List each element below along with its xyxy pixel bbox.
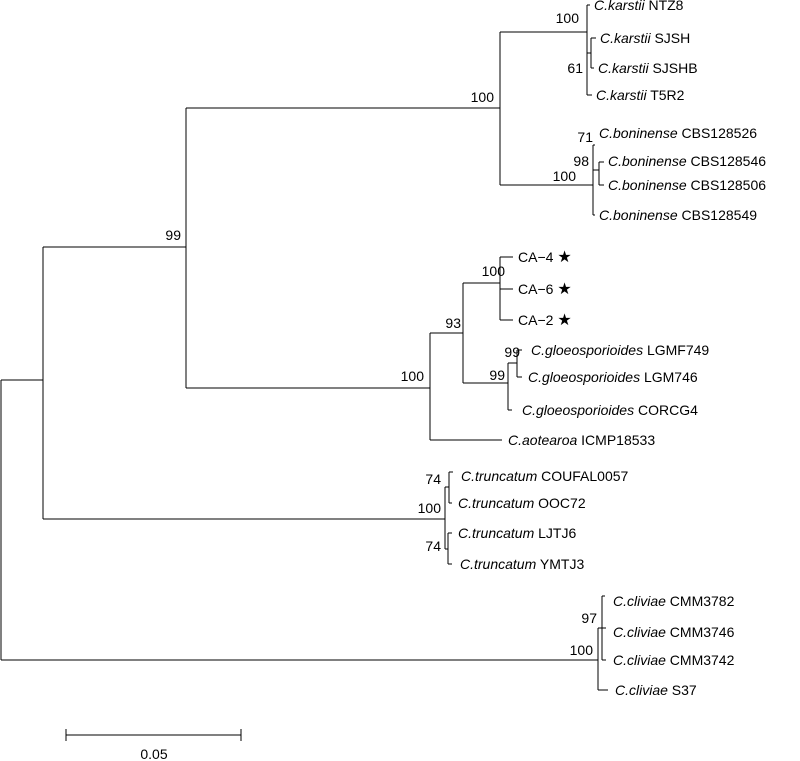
star-marker: ★ <box>557 249 571 266</box>
taxon-label: C.truncatum COUFAL0057 <box>461 468 629 484</box>
taxon-label: C.cliviae CMM3746 <box>613 624 735 640</box>
bootstrap-label: 99 <box>489 367 505 383</box>
taxon-label: C.truncatum LJTJ6 <box>458 525 576 541</box>
taxon-label: C.gloeosporioides LGM746 <box>528 369 698 385</box>
scale-bar-label: 0.05 <box>140 746 167 761</box>
taxon-label: C.boninense CBS128506 <box>608 177 766 193</box>
bootstrap-label: 100 <box>553 168 577 184</box>
bootstrap-label: 97 <box>581 610 597 626</box>
taxon-label: C.truncatum YMTJ3 <box>460 556 584 572</box>
taxon-label: C.truncatum OOC72 <box>458 495 586 511</box>
taxon-label: CA−2 ★ <box>518 312 572 329</box>
taxon-label: C.cliviae CMM3782 <box>613 593 735 609</box>
taxon-label: C.boninense CBS128549 <box>599 207 757 223</box>
bootstrap-label: 100 <box>418 500 442 516</box>
taxon-label: C.boninense CBS128526 <box>599 125 757 141</box>
bootstrap-label: 61 <box>567 60 583 76</box>
taxon-label: C.karstii T5R2 <box>596 87 685 103</box>
bootstrap-label: 100 <box>471 89 495 105</box>
star-marker: ★ <box>557 312 571 329</box>
bootstrap-label: 100 <box>570 642 594 658</box>
bootstrap-values: 100 61 100 71 98 100 99 100 93 99 99 100… <box>165 10 597 658</box>
bootstrap-label: 98 <box>573 153 589 169</box>
taxon-label: C.boninense CBS128546 <box>608 153 766 169</box>
taxon-label: CA−6 ★ <box>518 281 572 298</box>
bootstrap-label: 93 <box>445 315 461 331</box>
bootstrap-label: 100 <box>401 368 425 384</box>
bootstrap-label: 100 <box>482 263 506 279</box>
bootstrap-label: 99 <box>504 344 520 360</box>
taxon-label: C.cliviae CMM3742 <box>613 652 735 668</box>
tree-branches <box>0 4 608 691</box>
taxon-label: C.karstii SJSHB <box>598 60 698 76</box>
taxon-label: C.cliviae S37 <box>615 682 697 698</box>
scale-bar: 0.05 <box>65 729 242 761</box>
bootstrap-label: 100 <box>556 10 580 26</box>
bootstrap-label: 74 <box>425 471 441 487</box>
taxon-label: C.gloeosporioides LGMF749 <box>531 342 709 358</box>
taxon-label: CA−4 ★ <box>518 249 572 266</box>
bootstrap-label: 99 <box>165 227 181 243</box>
bootstrap-label: 74 <box>425 538 441 554</box>
taxon-labels: C.karstii NTZ8 C.karstii SJSH C.karstii … <box>458 0 766 698</box>
taxon-label: C.karstii NTZ8 <box>594 0 684 13</box>
taxon-label: C.karstii SJSH <box>600 30 690 46</box>
taxon-label: C.aotearoa ICMP18533 <box>508 432 655 448</box>
bootstrap-label: 71 <box>577 129 593 145</box>
star-marker: ★ <box>557 281 571 298</box>
taxon-label: C.gloeosporioides CORCG4 <box>522 402 698 418</box>
